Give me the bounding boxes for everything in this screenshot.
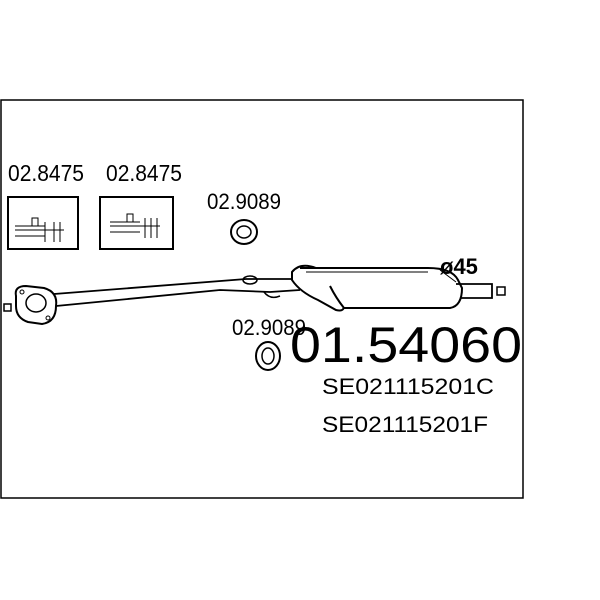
flange-icon bbox=[14, 284, 58, 326]
gasket-bottom-part-number: 02.9089 bbox=[232, 315, 306, 340]
pipe-diameter-label: ø45 bbox=[440, 254, 478, 279]
oem-reference-1: SE021115201C bbox=[322, 374, 494, 399]
pipe-end-marker-icon bbox=[496, 286, 506, 296]
front-pipe bbox=[53, 275, 301, 307]
clamp-a-part-number: 02.8475 bbox=[8, 160, 84, 186]
oem-reference-2: SE021115201F bbox=[322, 412, 488, 437]
diameter-leader-line bbox=[439, 269, 457, 283]
clamp-b-part-number: 02.8475 bbox=[106, 160, 182, 186]
gasket-ring-icon bbox=[255, 341, 281, 371]
gasket-ring-icon bbox=[230, 219, 258, 245]
main-part-number: 01.54060 bbox=[290, 317, 522, 373]
clamp-icon bbox=[7, 196, 79, 250]
diagram-frame bbox=[0, 99, 524, 499]
pipe-end-marker-icon bbox=[3, 303, 12, 312]
gasket-top-part-number: 02.9089 bbox=[207, 189, 281, 214]
muffler bbox=[291, 264, 493, 312]
clamp-icon bbox=[99, 196, 174, 250]
